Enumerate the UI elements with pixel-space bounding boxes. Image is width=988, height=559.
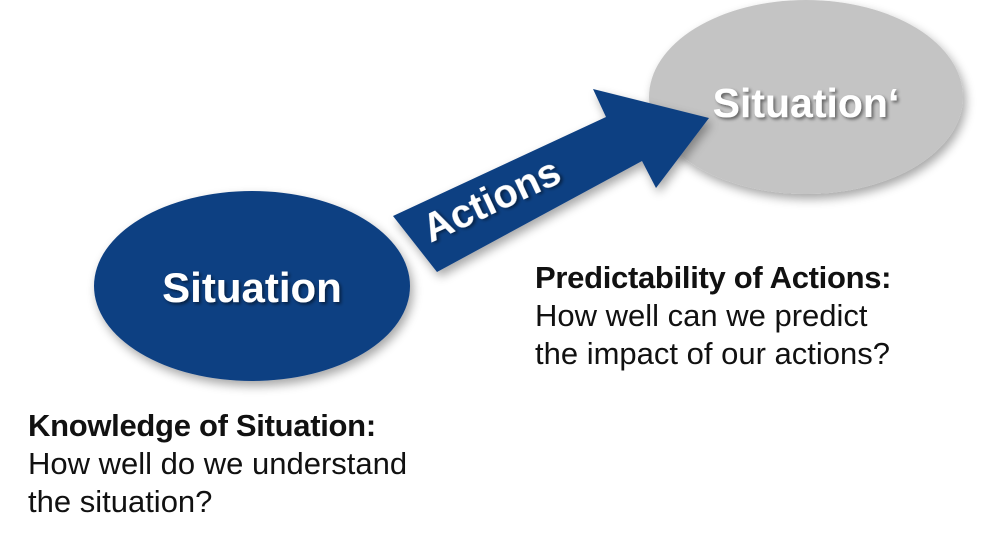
predictability-line-1: How well can we predict: [535, 298, 868, 333]
predictability-heading: Predictability of Actions:: [535, 260, 892, 295]
knowledge-line-1: How well do we understand: [28, 446, 408, 481]
predictability-line-2: the impact of our actions?: [535, 336, 890, 371]
actions-arrow: [393, 89, 709, 272]
predictability-caption: Predictability of Actions: How well can …: [535, 259, 975, 373]
knowledge-caption: Knowledge of Situation: How well do we u…: [28, 407, 488, 521]
knowledge-heading: Knowledge of Situation:: [28, 408, 376, 443]
situation-end-node: [649, 0, 963, 194]
situation-end-label: Situation‘: [713, 80, 900, 126]
situation-start-label: Situation: [162, 264, 342, 311]
knowledge-line-2: the situation?: [28, 484, 213, 519]
situation-start-node: [94, 191, 410, 381]
